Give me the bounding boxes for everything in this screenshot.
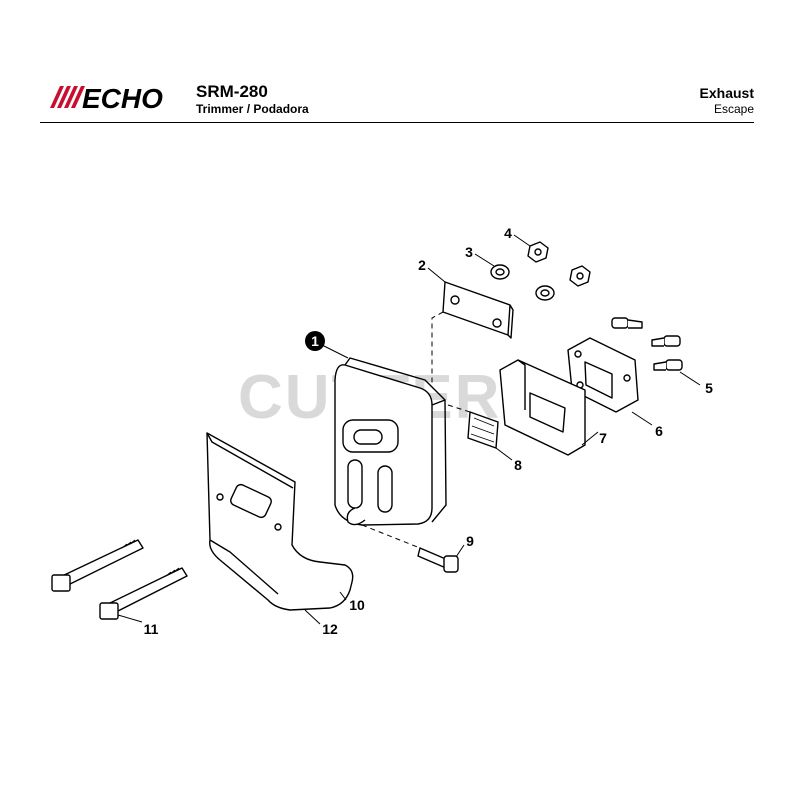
header-divider bbox=[40, 122, 754, 123]
part-9-bolt bbox=[417, 547, 459, 573]
callout-6: 6 bbox=[655, 423, 663, 439]
callout-4: 4 bbox=[504, 225, 512, 241]
part-2-plate bbox=[442, 281, 514, 339]
echo-logo: ECHO bbox=[50, 83, 163, 112]
part-1-muffler bbox=[334, 357, 447, 526]
shield-hole bbox=[216, 493, 224, 501]
callout-10: 10 bbox=[349, 597, 365, 613]
callout-1: 1 bbox=[305, 331, 325, 351]
shield-hole bbox=[274, 523, 282, 531]
callout-5: 5 bbox=[705, 380, 713, 396]
logo-stripes bbox=[50, 86, 85, 108]
part-12-heat-shield bbox=[206, 432, 354, 611]
section-subtitle: Escape bbox=[713, 102, 754, 116]
assembly-lines bbox=[361, 311, 471, 549]
part-4-nut bbox=[527, 241, 591, 287]
part-11-long-bolt bbox=[51, 539, 144, 592]
logo-wordmark: ECHO bbox=[82, 83, 163, 112]
part-11-long-bolt bbox=[99, 567, 188, 620]
model-number: SRM-280 bbox=[196, 82, 268, 101]
callout-3: 3 bbox=[465, 244, 473, 260]
callout-7: 7 bbox=[599, 430, 607, 446]
part-7-bracket bbox=[499, 359, 586, 456]
callout-8: 8 bbox=[514, 457, 522, 473]
page-header: ECHO SRM-280 Trimmer / Podadora Exhaust … bbox=[0, 0, 800, 125]
leader-lines bbox=[117, 234, 701, 625]
svg-text:1: 1 bbox=[311, 333, 319, 349]
part-3-washer bbox=[490, 264, 555, 301]
part-5-screw bbox=[611, 317, 683, 371]
model-subtitle: Trimmer / Podadora bbox=[196, 102, 309, 116]
section-title: Exhaust bbox=[699, 85, 754, 101]
callout-11: 11 bbox=[144, 621, 159, 637]
callout-9: 9 bbox=[466, 533, 474, 549]
callout-12: 12 bbox=[322, 621, 338, 637]
callout-2: 2 bbox=[418, 257, 426, 273]
